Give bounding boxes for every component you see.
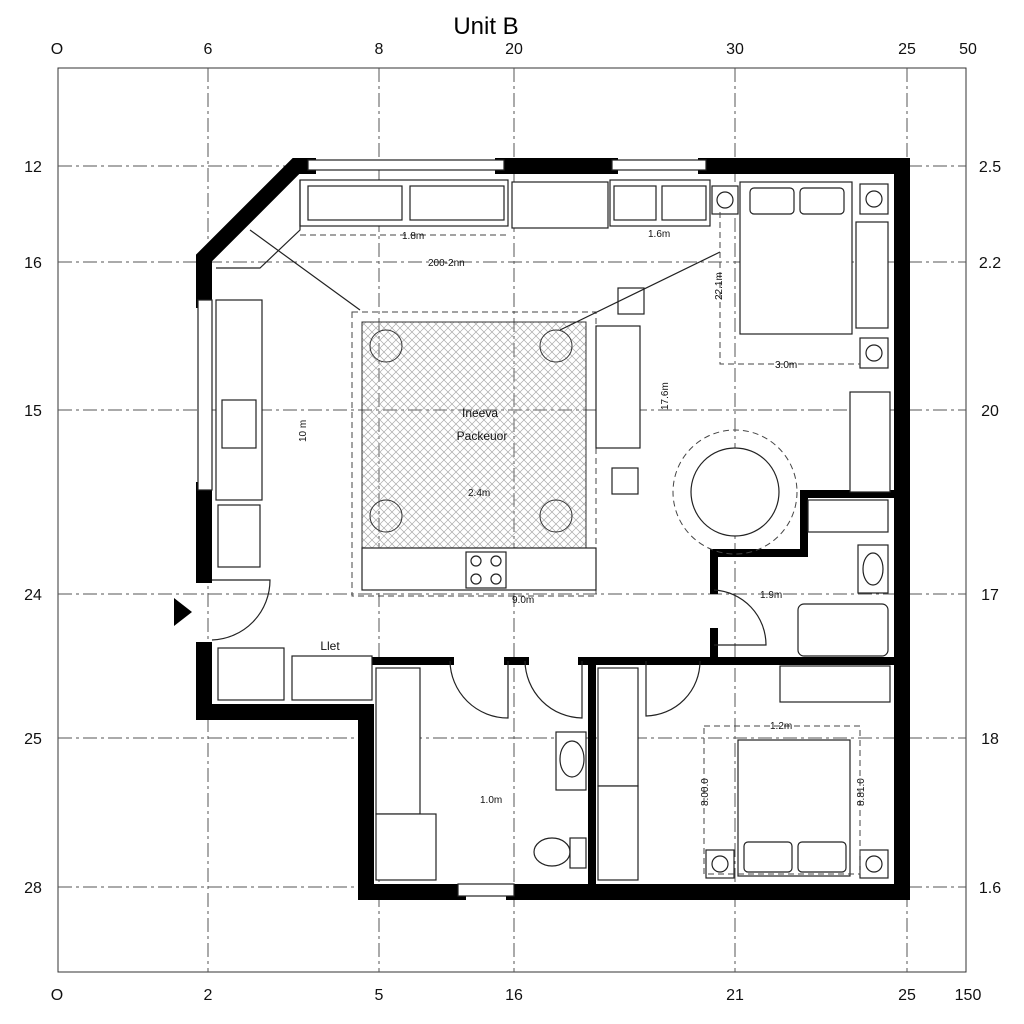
axis-label: 6 [204, 41, 213, 58]
exterior-walls [196, 158, 910, 900]
frame [57, 67, 967, 973]
plants [369, 329, 573, 533]
axis-label: 20 [981, 403, 999, 420]
dim-label: 22.1m [714, 272, 725, 300]
axis-right: 2.5 2.2 20 17 18 1.6 [979, 159, 1001, 897]
axis-label: 16 [24, 255, 42, 272]
bedroom-1 [711, 181, 891, 493]
axis-label: 5 [375, 987, 384, 1004]
living-rug [361, 321, 587, 549]
axis-label: 16 [505, 987, 523, 1004]
bathroom [797, 499, 889, 657]
living-furniture [249, 229, 798, 555]
axis-label: 20 [505, 41, 523, 58]
dim-label: 1.2m [770, 721, 792, 732]
bedroom-2 [703, 665, 891, 879]
entry-label: Llet [320, 639, 340, 653]
axis-label: 18 [981, 731, 999, 748]
living-label-line2: Packeuor [457, 429, 508, 443]
axis-label: 30 [726, 41, 744, 58]
axis-label: 50 [959, 41, 977, 58]
dim-label: 2.4m [468, 488, 490, 499]
dim-label: 1.8m [402, 231, 424, 242]
dim-label: 1.0m [480, 795, 502, 806]
dim-label: 10 m [298, 420, 309, 442]
interior-walls [370, 490, 894, 884]
axis-label: O [51, 41, 63, 58]
kitchen-counters [215, 179, 711, 701]
room-labels: Ineeva Packeuor Llet [320, 406, 507, 653]
entry-arrow-icon [174, 598, 192, 626]
dim-label: 8.81.0 [856, 778, 867, 806]
windows [197, 159, 707, 897]
wc-and-closets [375, 667, 639, 881]
axis-label: 15 [24, 403, 42, 420]
axis-label: 2 [204, 987, 213, 1004]
dim-label: 200-2nn [428, 258, 465, 269]
axis-top: O 6 8 20 30 25 50 [51, 41, 977, 58]
axis-label: 25 [24, 731, 42, 748]
dim-label: 17.6m [660, 382, 671, 410]
dim-label: 3.0m [775, 360, 797, 371]
dimension-labels: 1.8m 1.6m 200-2nn 22.1m 3.0m 17.6m 10 m … [298, 229, 867, 806]
axis-left: 12 16 15 24 25 28 [24, 159, 42, 897]
axis-label: 25 [898, 41, 916, 58]
axis-label: 12 [24, 159, 42, 176]
axis-label: 21 [726, 987, 744, 1004]
axis-label: 17 [981, 587, 999, 604]
axis-label: 2.2 [979, 255, 1001, 272]
axis-label: O [51, 987, 63, 1004]
living-label-line1: Ineeva [462, 406, 498, 420]
axis-label: 28 [24, 880, 42, 897]
axis-label: 25 [898, 987, 916, 1004]
axis-label: 150 [955, 987, 982, 1004]
axis-label: 24 [24, 587, 42, 604]
axis-bottom: O 2 5 16 21 25 150 [51, 987, 982, 1004]
axis-label: 8 [375, 41, 384, 58]
dim-label: 1.9m [760, 590, 782, 601]
dim-label: 8.00.0 [700, 778, 711, 806]
doors [211, 579, 767, 719]
axis-label: 1.6 [979, 880, 1001, 897]
axis-label: 2.5 [979, 159, 1001, 176]
plan-title: Unit B [453, 13, 518, 40]
dim-label: 1.6m [648, 229, 670, 240]
living-dimension-box [351, 311, 597, 597]
dim-label: 9.0m [512, 595, 534, 606]
